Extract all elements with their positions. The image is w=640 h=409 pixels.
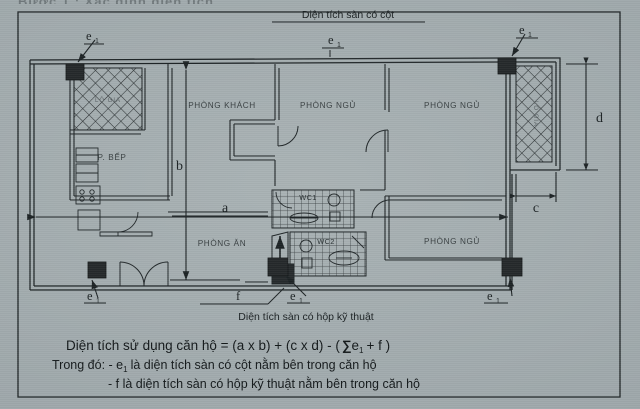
e-label-top-left: e 1 xyxy=(86,29,99,45)
top-caption-symbol: e xyxy=(328,33,334,47)
svg-text:e: e xyxy=(290,289,296,303)
room-label-bed3: PHÒNG NGỦ xyxy=(424,235,480,246)
wc1: WC1 xyxy=(271,189,355,229)
wc2: WC2 xyxy=(289,231,367,277)
logia-right: LÔ GIA xyxy=(515,65,553,163)
room-label-kitchen: P. BẾP xyxy=(98,152,127,162)
svg-text:1: 1 xyxy=(95,38,99,45)
f-label: f xyxy=(236,289,241,303)
cut-off-header-text: Bước 1 : Xác định diện tích xyxy=(18,0,278,4)
wc2-label: WC2 xyxy=(317,237,335,246)
column-bottom-mid xyxy=(267,257,289,277)
e-label-bottom-mid: e 1 xyxy=(290,289,303,305)
column-markers xyxy=(65,57,523,279)
logia-left: LÔ GIA xyxy=(73,67,143,131)
svg-text:e: e xyxy=(519,23,525,37)
kitchen-fixtures xyxy=(75,147,153,237)
column-top-right xyxy=(497,57,517,75)
room-label-dining: PHÒNG ĂN xyxy=(198,238,246,248)
dimension-label-d: d xyxy=(596,111,603,126)
formula-line-1: Diện tích sử dụng căn hộ = (a x b) + (c … xyxy=(66,338,390,355)
figure-border xyxy=(17,11,621,398)
dimension-label-c: c xyxy=(533,201,539,216)
wc1-label: WC1 xyxy=(299,193,317,202)
dimension-label-b: b xyxy=(176,159,183,174)
door-swings xyxy=(119,125,391,287)
logia-right-label: LÔ GIA xyxy=(532,101,539,127)
e-label-bottom-left: e 1 xyxy=(87,289,100,305)
svg-text:e: e xyxy=(487,289,493,303)
interior-partitions xyxy=(69,64,506,283)
column-top-left xyxy=(65,63,85,81)
e-labels: e 1 e 1 e 1 e 1 e 1 xyxy=(86,23,532,305)
svg-text:1: 1 xyxy=(96,298,100,305)
room-label-bed2: PHÒNG NGỦ xyxy=(424,99,480,110)
bottom-caption: Diện tích sàn có hộp kỹ thuật xyxy=(238,311,373,323)
dimension-label-a: a xyxy=(222,201,229,216)
dimension-lines xyxy=(27,57,598,280)
svg-text:1: 1 xyxy=(496,298,500,305)
svg-text:e: e xyxy=(86,29,92,43)
svg-text:e: e xyxy=(87,289,93,303)
room-label-living: PHÒNG KHÁCH xyxy=(188,100,256,110)
top-caption-group: Diện tích sàn có cột e 1 xyxy=(272,9,425,57)
e-label-bottom-right: e 1 xyxy=(487,289,500,305)
logia-left-label: LÔ GIA xyxy=(95,97,121,104)
svg-text:1: 1 xyxy=(528,32,532,39)
e-label-top-right: e 1 xyxy=(519,23,532,39)
column-bottom-right xyxy=(501,257,523,277)
column-bottom-left xyxy=(87,261,107,279)
column-leaders xyxy=(77,33,538,304)
room-label-bed1: PHÒNG NGỦ xyxy=(300,99,356,110)
svg-text:1: 1 xyxy=(337,42,341,49)
bottom-caption-group: f Diện tích sàn có hộp kỹ thuật xyxy=(200,287,374,323)
svg-text:1: 1 xyxy=(299,298,303,305)
formula-block: Diện tích sử dụng căn hộ = (a x b) + (c … xyxy=(52,338,420,391)
formula-line-3: - f là diện tích sàn có hộp kỹ thuật nằm… xyxy=(108,376,420,391)
top-caption: Diện tích sàn có cột xyxy=(302,9,394,21)
